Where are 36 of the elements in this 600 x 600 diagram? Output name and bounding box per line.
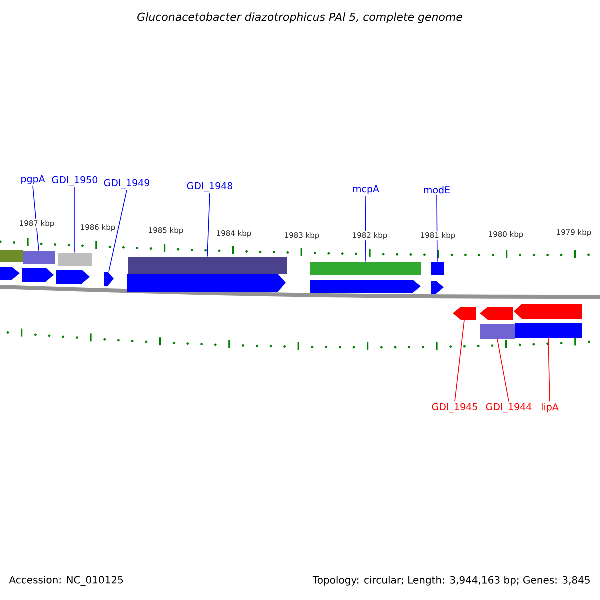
accession-text: Accession: NC_010125 <box>9 576 124 586</box>
gene-label: lipA <box>542 403 559 413</box>
gene-block <box>127 274 286 292</box>
gene-label: modE <box>424 186 450 194</box>
gene-bar <box>23 251 55 264</box>
gene-bar <box>310 262 421 275</box>
gene-bar <box>431 262 444 275</box>
gene-block <box>480 307 513 320</box>
leader-line <box>74 186 76 254</box>
leader-line <box>497 338 510 402</box>
title: Gluconacetobacter diazotrophicus PAl 5, complete genome <box>138 12 462 24</box>
gene-label: GDI_1950 <box>52 176 98 186</box>
genome-info-text: Topology: circular; Length: 3,944,163 bp; Genes: 3,845 <box>312 576 590 586</box>
leader-line <box>108 190 128 272</box>
gene-bar <box>58 253 92 266</box>
gene-block <box>0 267 20 280</box>
gene-label: mcpA <box>353 186 380 194</box>
leader-line <box>548 338 550 402</box>
gene-label: GDI_1945 <box>432 403 478 413</box>
gene-block <box>431 281 444 294</box>
gene-label: pgpA <box>22 176 46 184</box>
gene-block <box>56 270 90 284</box>
gene-bar <box>480 324 515 339</box>
gene-block <box>310 280 421 293</box>
gene-bar <box>128 257 287 274</box>
gene-block <box>453 307 476 320</box>
gene-block <box>104 272 114 286</box>
leader-line <box>207 192 210 258</box>
gene-bar <box>0 250 23 262</box>
gene-bar <box>515 323 582 338</box>
leader-line <box>436 194 438 262</box>
gene-label: GDI_1949 <box>104 179 150 189</box>
gene-block <box>22 268 54 282</box>
gene-label: GDI_1948 <box>187 182 233 192</box>
gene-label: GDI_1944 <box>486 403 532 413</box>
leader-line <box>454 320 465 402</box>
